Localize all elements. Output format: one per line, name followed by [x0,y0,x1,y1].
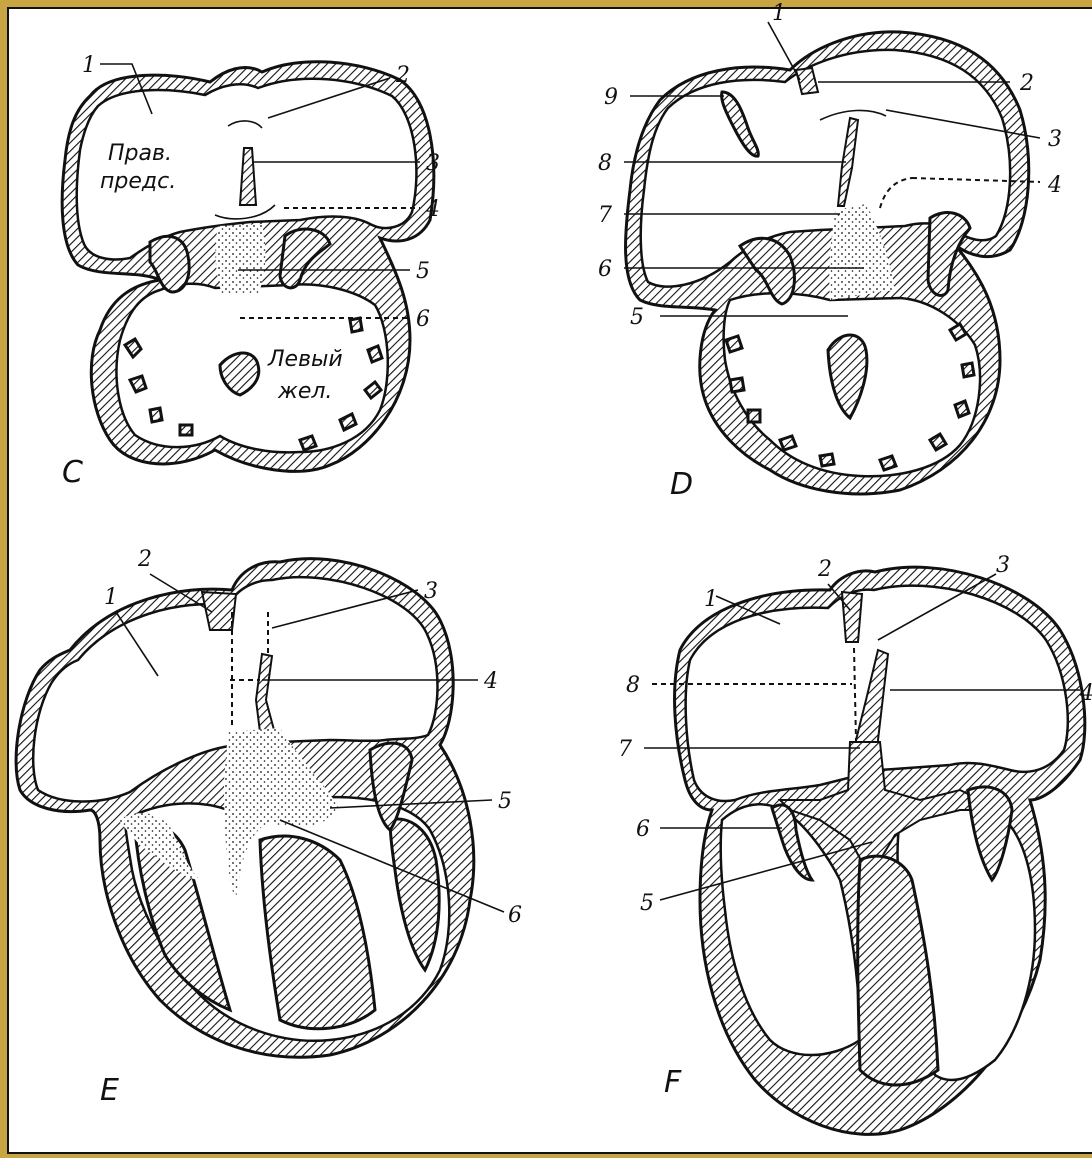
panel-d-callout-1: 1 [772,1,786,26]
panel-e: 1 2 3 4 5 6 E [16,547,522,1108]
panel-c-label-left-ventricle-2: жел. [277,379,332,404]
panel-f-callout-7: 7 [618,737,632,762]
panel-d-callout-5: 5 [630,305,644,330]
panel-d-callout-3: 3 [1048,127,1062,152]
panel-c-cushion [215,224,265,295]
panel-c-callout-6: 6 [416,307,430,332]
panel-f-callout-2: 2 [817,557,832,582]
panel-d-callout-2: 2 [1019,71,1034,96]
panel-e-callout-5: 5 [498,789,512,814]
panel-e-callout-2: 2 [137,547,152,572]
panel-c-label-right-atrium-1: Прав. [108,141,172,166]
panel-c-label-left-ventricle-1: Левый [267,347,343,372]
panel-c-callout-4: 4 [425,197,440,222]
panel-f-callout-5: 5 [640,891,654,916]
panel-d-letter: D [670,467,693,502]
panel-e-callout-1: 1 [104,585,118,610]
panel-c-septum [240,148,256,205]
panel-d-callout-8: 8 [598,151,612,176]
panel-e-callout-3: 3 [424,579,438,604]
panel-f-letter: F [664,1065,682,1100]
panel-f-callout-8: 8 [626,673,640,698]
panel-d-callout-4: 4 [1047,173,1062,198]
panel-d-callout-6: 6 [598,257,612,282]
panel-c-callout-2: 2 [395,63,410,88]
panel-e-callout-6: 6 [508,903,522,928]
panel-c: 1 2 3 4 5 6 Прав. предс. Левый жел. C [62,53,440,490]
panel-f: 1 2 3 4 5 6 7 8 F [618,553,1092,1134]
panel-c-callout-1: 1 [82,53,96,78]
panel-c-letter: C [62,455,83,490]
panel-c-callout-3: 3 [426,151,440,176]
panel-e-letter: E [100,1073,119,1108]
panel-f-callout-1: 1 [704,587,718,612]
panel-f-callout-4: 4 [1079,681,1092,706]
panel-f-callout-6: 6 [636,817,650,842]
panel-d-callout-9: 9 [604,85,618,110]
panel-e-callout-4: 4 [483,669,498,694]
panel-f-callout-3: 3 [996,553,1010,578]
panel-f-septum-secundum [842,592,862,642]
panel-d-callout-7: 7 [598,203,612,228]
panel-d: 1 2 3 4 5 6 7 8 9 D [598,1,1062,502]
panel-c-label-right-atrium-2: предс. [100,169,176,194]
panel-c-callout-5: 5 [416,259,430,284]
